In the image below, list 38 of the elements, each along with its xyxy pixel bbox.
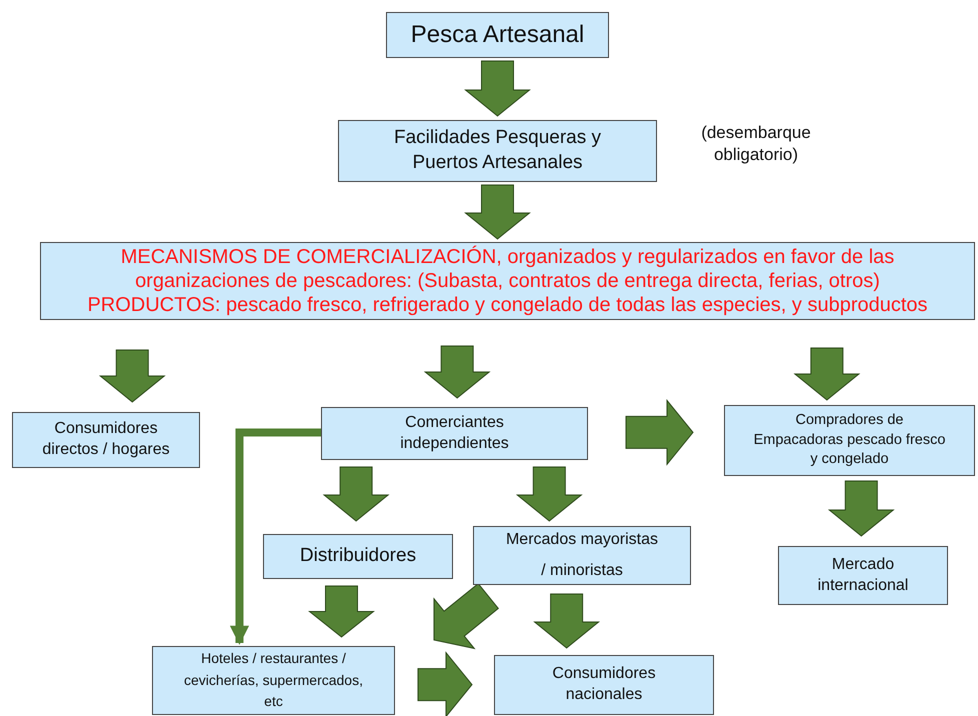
- block-arrow: [424, 346, 491, 399]
- block-arrow: [794, 348, 860, 401]
- block-arrow: [322, 466, 390, 522]
- process-box: [321, 407, 588, 460]
- box-text: Consumidores directos / hogares: [41, 419, 171, 460]
- process-box: [263, 534, 453, 579]
- box-text: Hoteles / restaurantes / cevicherías, supermercados, etc: [183, 648, 364, 712]
- box-text: Pesca Artesanal: [410, 20, 584, 50]
- box-text: MECANISMOS DE COMERCIALIZACIÓN, organizados y regularizados en favor de las organizaciones de pescadores: (Subasta, contratos de entrega directa, ferias, otros): [120, 245, 896, 293]
- process-box: [40, 242, 975, 320]
- arrow: [230, 428, 321, 645]
- block-arrow: [828, 480, 895, 537]
- process-box: [338, 120, 657, 182]
- box-text: PRODUCTOS: pescado fresco, refrigerado y congelado de todas las especies, y subproductos: [87, 293, 928, 317]
- process-box: [494, 655, 714, 715]
- block-arrow: [626, 399, 694, 466]
- block-arrow: [464, 184, 531, 240]
- process-box: [12, 412, 200, 468]
- block-arrow: [98, 350, 166, 403]
- block-arrow: [434, 582, 499, 650]
- process-box: [152, 646, 395, 715]
- box-text: Comerciantes independientes: [399, 412, 510, 454]
- process-box: [473, 526, 691, 585]
- process-box: [724, 405, 975, 476]
- side-note: (desembarque obligatorio): [700, 122, 812, 166]
- process-box: [778, 546, 948, 605]
- block-arrow: [464, 60, 531, 117]
- box-text: Consumidores nacionales: [551, 664, 657, 705]
- block-arrow: [308, 586, 375, 638]
- box-text: Facilidades Pesqueras y Puertos Artesanales: [393, 126, 602, 175]
- process-box: [386, 12, 609, 58]
- block-arrow: [533, 594, 600, 649]
- box-text: Mercados mayoristas / minoristas: [504, 530, 660, 580]
- box-text: Distribuidores: [300, 545, 416, 568]
- block-arrow: [418, 651, 473, 716]
- box-text: Compradores de Empacadoras pescado fresco y congelado: [752, 411, 946, 470]
- block-arrow: [516, 466, 583, 522]
- box-text: Mercado internacional: [816, 554, 910, 596]
